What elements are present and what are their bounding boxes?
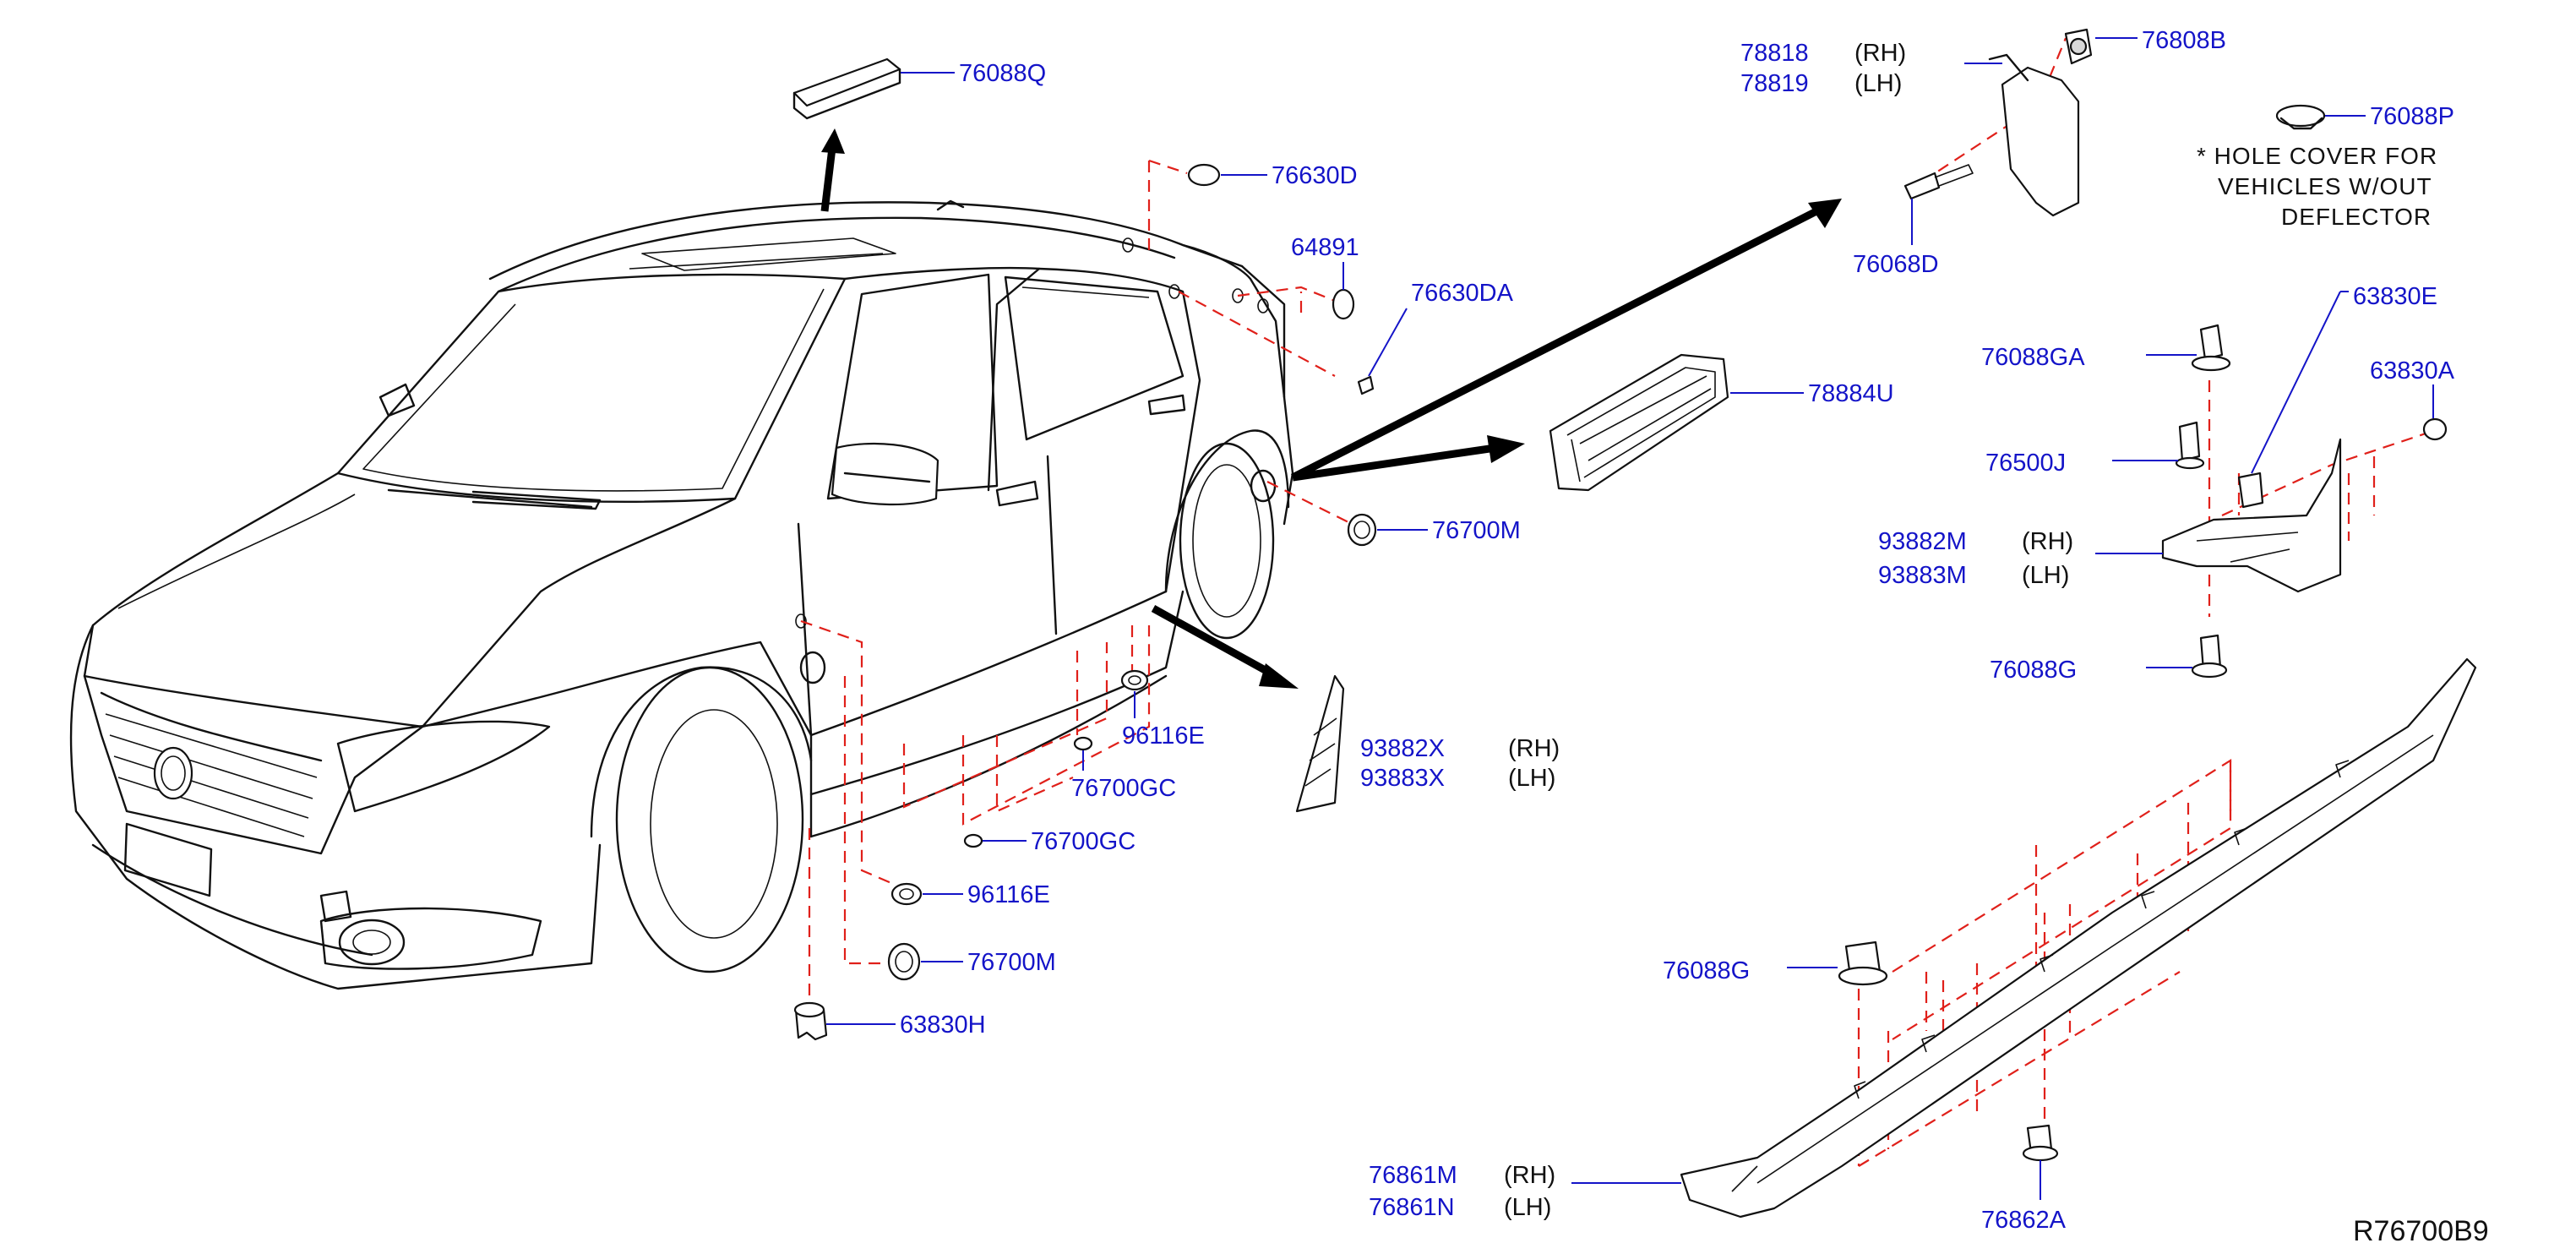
label-76068D[interactable]: 76068D: [1853, 251, 1939, 278]
label-76088G-upper[interactable]: 76088G: [1990, 657, 2077, 684]
label-76700GC-lower[interactable]: 76700GC: [1031, 828, 1136, 855]
label-76700M-lower[interactable]: 76700M: [967, 949, 1056, 976]
label-76861M-side: (RH): [1504, 1162, 1555, 1189]
arrow-head-down-right: [1259, 663, 1299, 689]
arrow-head-upper-right: [1808, 199, 1842, 228]
note-line-1: * HOLE COVER FOR: [2197, 143, 2437, 169]
label-76861N-side: (LH): [1504, 1194, 1551, 1221]
label-78818-side: (RH): [1854, 40, 1906, 67]
label-78819[interactable]: 78819: [1740, 70, 1809, 97]
label-96116E-lower[interactable]: 96116E: [967, 881, 1050, 908]
label-76862A[interactable]: 76862A: [1981, 1207, 2067, 1234]
note-line-2: VEHICLES W/OUT: [2218, 173, 2432, 199]
label-93882X[interactable]: 93882X: [1360, 735, 1445, 762]
label-93883X[interactable]: 93883X: [1360, 765, 1445, 792]
label-93882M[interactable]: 93882M: [1878, 528, 1967, 555]
label-93882X-side: (RH): [1508, 735, 1560, 762]
label-76088Q[interactable]: 76088Q: [959, 60, 1046, 87]
label-93882M-side: (RH): [2022, 528, 2073, 555]
label-93883M-side: (LH): [2022, 562, 2069, 589]
label-76700M-upper[interactable]: 76700M: [1432, 517, 1521, 544]
label-93883M[interactable]: 93883M: [1878, 562, 1967, 589]
label-76808B[interactable]: 76808B: [2142, 27, 2226, 54]
part-glyphs: [792, 28, 2477, 1219]
label-63830E[interactable]: 63830E: [2353, 283, 2437, 310]
label-93883X-side: (LH): [1508, 765, 1555, 792]
label-76630D[interactable]: 76630D: [1272, 162, 1358, 189]
label-76861N[interactable]: 76861N: [1369, 1194, 1455, 1221]
part-labels: 76088Q 76630D 64891 76630DA 78884U 76700…: [900, 27, 2489, 1247]
label-76088P[interactable]: 76088P: [2370, 103, 2454, 130]
label-78884U[interactable]: 78884U: [1808, 380, 1894, 407]
arrow-head-right: [1487, 435, 1525, 463]
label-63830A[interactable]: 63830A: [2370, 357, 2455, 384]
car-illustration: [69, 199, 1294, 990]
label-78818[interactable]: 78818: [1740, 40, 1809, 67]
label-76088G-lower[interactable]: 76088G: [1663, 957, 1750, 984]
installation-lines: [800, 37, 2434, 1167]
label-leaders: [826, 37, 2434, 1200]
label-63830H[interactable]: 63830H: [900, 1011, 986, 1039]
label-64891[interactable]: 64891: [1291, 234, 1359, 261]
label-78819-side: (LH): [1854, 70, 1902, 97]
label-96116E-upper[interactable]: 96116E: [1122, 722, 1205, 750]
label-76700GC-upper[interactable]: 76700GC: [1071, 775, 1176, 802]
label-76500J[interactable]: 76500J: [1985, 450, 2066, 477]
label-76861M[interactable]: 76861M: [1369, 1162, 1457, 1189]
label-76088GA[interactable]: 76088GA: [1981, 344, 2085, 371]
label-76630DA[interactable]: 76630DA: [1411, 280, 1514, 307]
reference-code: R76700B9: [2353, 1215, 2489, 1247]
arrow-head-up: [821, 128, 845, 154]
callout-arrows: [820, 128, 1842, 689]
note-line-3: DEFLECTOR: [2281, 204, 2432, 230]
